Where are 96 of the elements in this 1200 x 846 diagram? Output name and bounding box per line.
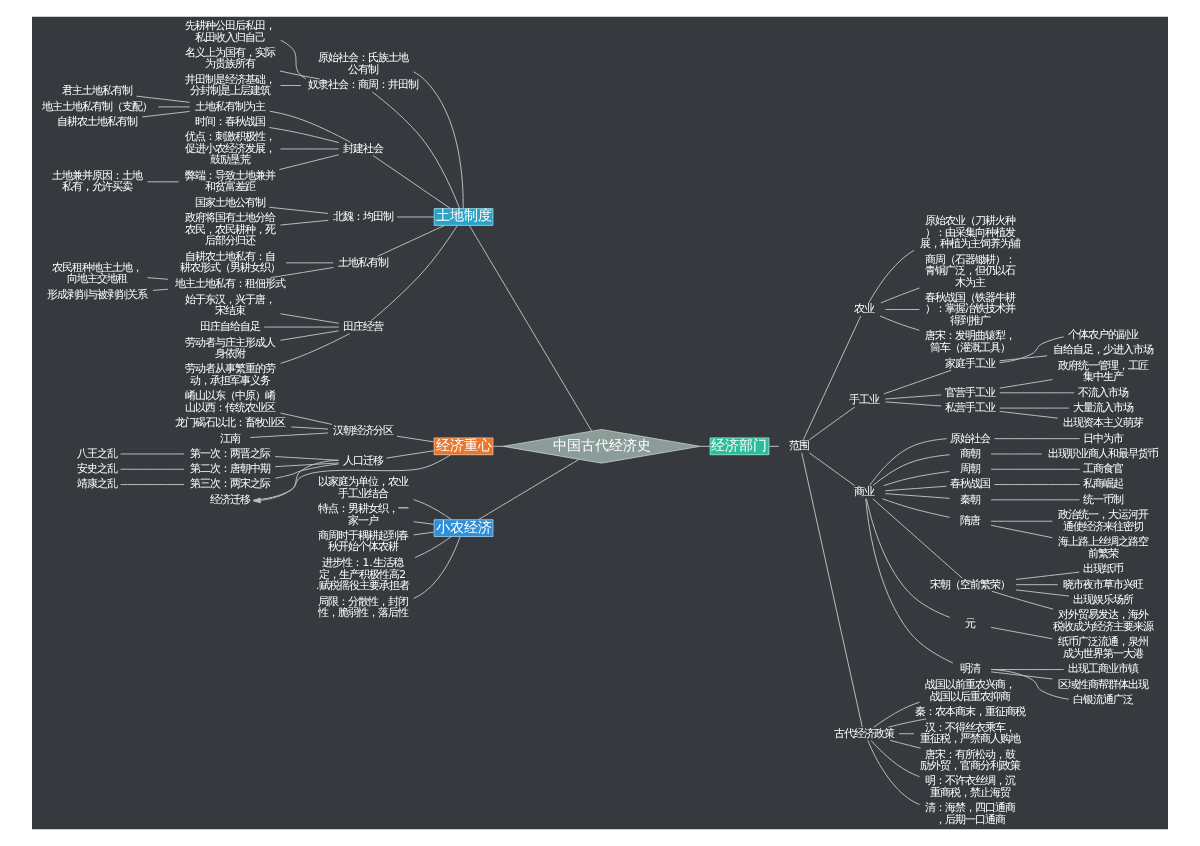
connector bbox=[372, 154, 451, 209]
connector bbox=[371, 91, 461, 209]
connector bbox=[889, 739, 921, 749]
connector bbox=[279, 330, 340, 341]
connector bbox=[274, 463, 340, 479]
connector bbox=[157, 106, 191, 108]
connector bbox=[802, 315, 862, 441]
connector bbox=[993, 438, 1081, 440]
connector bbox=[990, 524, 1053, 539]
connector bbox=[999, 410, 1059, 419]
connector bbox=[869, 438, 948, 486]
connector bbox=[279, 219, 329, 226]
connector bbox=[278, 154, 340, 171]
connector bbox=[999, 392, 1075, 394]
connector bbox=[146, 277, 169, 280]
connector bbox=[1015, 584, 1059, 586]
connector bbox=[268, 127, 340, 144]
connector bbox=[120, 484, 185, 486]
arrow bbox=[252, 459, 340, 504]
connector bbox=[867, 739, 920, 806]
connector bbox=[868, 249, 915, 304]
connector bbox=[396, 216, 435, 218]
connector bbox=[413, 71, 464, 209]
connector bbox=[990, 671, 1053, 680]
connector bbox=[866, 498, 951, 618]
connector bbox=[252, 454, 451, 501]
connector bbox=[884, 401, 942, 407]
connector bbox=[268, 206, 329, 214]
connector bbox=[279, 148, 340, 150]
connector bbox=[413, 531, 435, 536]
connector bbox=[883, 471, 950, 487]
connector bbox=[279, 313, 340, 324]
connector bbox=[898, 733, 915, 735]
connector bbox=[873, 701, 920, 728]
connector bbox=[808, 452, 856, 487]
connector bbox=[274, 456, 340, 461]
connector bbox=[279, 70, 321, 80]
connector bbox=[999, 336, 1065, 364]
connector bbox=[290, 426, 329, 430]
connector bbox=[880, 287, 920, 304]
connector bbox=[279, 412, 333, 425]
connector bbox=[990, 499, 1081, 501]
connector bbox=[135, 95, 191, 103]
connector bbox=[377, 224, 445, 257]
connector bbox=[413, 499, 452, 521]
connector bbox=[870, 740, 920, 778]
connector bbox=[249, 432, 329, 438]
connector bbox=[872, 498, 963, 579]
connector bbox=[1015, 571, 1080, 580]
connector bbox=[413, 521, 435, 525]
connector bbox=[990, 453, 1043, 455]
connector bbox=[468, 224, 593, 432]
connector bbox=[801, 452, 863, 728]
connector bbox=[285, 262, 334, 264]
connector bbox=[370, 225, 458, 322]
connector bbox=[385, 450, 435, 459]
connector bbox=[872, 454, 951, 486]
connector bbox=[991, 590, 1054, 610]
connector bbox=[884, 485, 948, 492]
connector bbox=[396, 435, 435, 443]
connector bbox=[990, 520, 1053, 522]
connector bbox=[699, 445, 711, 447]
connector bbox=[280, 333, 351, 364]
connector bbox=[993, 484, 1081, 486]
connector bbox=[882, 498, 950, 518]
connector bbox=[884, 394, 942, 400]
connector bbox=[879, 315, 920, 331]
connector bbox=[990, 468, 1081, 470]
connector bbox=[414, 536, 452, 558]
connector bbox=[141, 110, 191, 118]
connector bbox=[120, 468, 185, 470]
connector bbox=[492, 445, 504, 447]
connector bbox=[999, 379, 1053, 389]
connector bbox=[477, 458, 580, 521]
connector bbox=[884, 493, 951, 499]
connector bbox=[1015, 589, 1070, 597]
connector bbox=[152, 288, 169, 291]
connector bbox=[999, 407, 1070, 409]
connector bbox=[269, 110, 351, 143]
connector bbox=[120, 453, 185, 455]
connector bbox=[999, 355, 1048, 362]
connector bbox=[808, 406, 856, 441]
connector bbox=[146, 181, 180, 183]
connector bbox=[768, 445, 780, 447]
connector bbox=[887, 718, 927, 728]
connector bbox=[865, 498, 954, 664]
connector bbox=[990, 668, 1070, 700]
connector bbox=[280, 39, 307, 80]
connector bbox=[270, 267, 334, 279]
connector bbox=[413, 536, 461, 599]
connector bbox=[263, 326, 340, 328]
connector bbox=[883, 369, 952, 395]
connector bbox=[279, 85, 302, 86]
connector bbox=[884, 309, 920, 310]
connector bbox=[274, 462, 340, 468]
connector bbox=[990, 626, 1053, 640]
